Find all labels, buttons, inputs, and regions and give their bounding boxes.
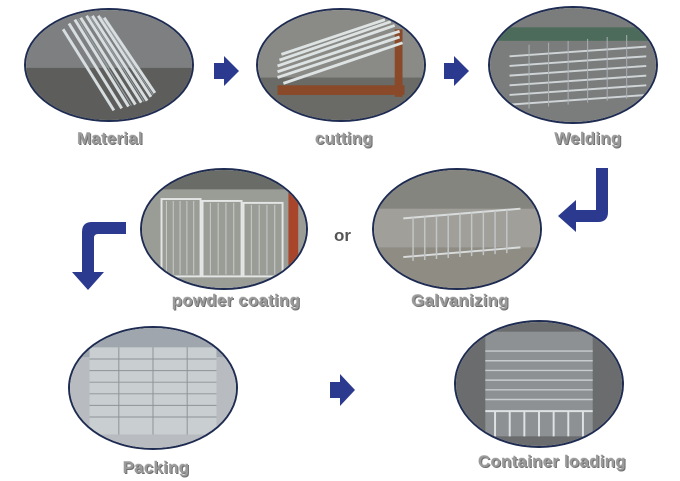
powder-coating-photo (140, 168, 308, 290)
packing-photo (68, 326, 238, 450)
material-photo (24, 8, 194, 122)
arrow-down-left-icon (558, 168, 608, 232)
container-loading-photo (454, 320, 624, 448)
arrow-right-icon (444, 56, 469, 86)
welding-photo (488, 6, 658, 124)
step-label-packing: Packing (122, 458, 190, 477)
step-label-powder-coating: powder coating (171, 291, 301, 310)
arrow-down-icon (72, 222, 126, 290)
galvanizing-photo (372, 168, 542, 290)
arrow-right-icon (330, 374, 355, 406)
step-label-galvanizing: Galvanizing (411, 291, 509, 310)
step-label-welding: Welding (554, 129, 622, 148)
step-label-container-loading: Container loading (478, 452, 626, 471)
step-label-material: Material (77, 129, 143, 148)
arrow-right-icon (214, 56, 239, 86)
cutting-photo (256, 8, 426, 122)
or-connector: or (334, 226, 351, 245)
step-label-cutting: cutting (314, 129, 374, 148)
